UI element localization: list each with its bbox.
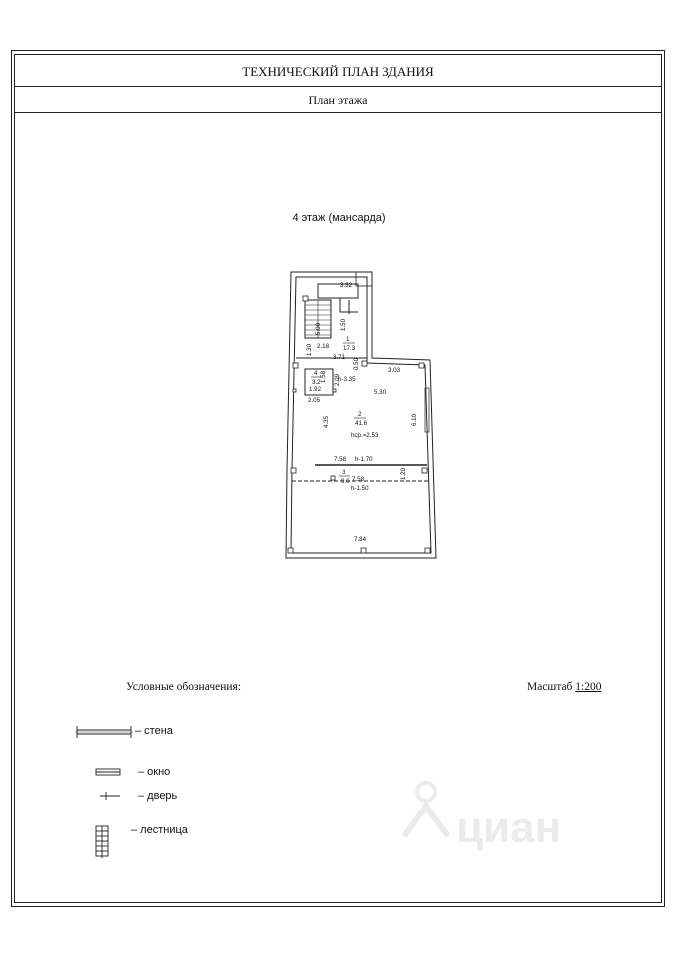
dim-4-35: 4.35 <box>323 415 330 428</box>
room-1-number: 1 <box>346 336 350 343</box>
room-4-number: 4 <box>314 370 318 377</box>
dim-2-18: 2.18 <box>317 343 330 350</box>
room-2-height: hср.=2.53 <box>351 432 379 439</box>
door-symbol-icon <box>100 792 120 800</box>
dim-6-10: 6.10 <box>411 413 418 426</box>
dim-2-05: 2.05 <box>308 397 321 404</box>
cian-watermark-logo: циан <box>401 781 561 852</box>
room-2-number: 2 <box>358 411 362 418</box>
dim-1-30: 1.30 <box>306 343 313 356</box>
legend-stair-label: – лестница <box>131 824 188 836</box>
stair-landing <box>317 283 359 299</box>
outer-wall-inner <box>290 276 432 554</box>
dim-h-1-50: h-1.50 <box>351 485 369 492</box>
room-4-walls <box>304 368 334 396</box>
scale-value: 1:200 <box>575 681 602 693</box>
dim-3-03: 3.03 <box>388 367 401 374</box>
window-symbol-icon <box>95 768 121 776</box>
dim-7-58-a: 7.58 <box>334 456 347 463</box>
dim-0-50: 0.50 <box>353 357 360 370</box>
chimney-block <box>355 271 373 287</box>
header-divider <box>14 112 662 113</box>
header-divider <box>14 86 662 87</box>
dim-3-71: 3.71 <box>333 354 346 361</box>
room-3-number: 3 <box>342 469 346 476</box>
dim-h-3-35: h-3.35 <box>338 376 356 383</box>
floor-label: 4 этаж (мансарда) <box>292 212 386 224</box>
document-subtitle: План этажа <box>308 93 368 107</box>
dim-7-84: 7.84 <box>354 536 367 543</box>
watermark-text: циан <box>456 803 561 852</box>
dim-h-1-70: h-1.70 <box>355 456 373 463</box>
legend-title: Условные обозначения: <box>126 681 242 693</box>
dim-3-32: 3.32 <box>340 282 353 289</box>
dim-5-00: 5.00 <box>315 322 322 335</box>
room-1-area: 17.3 <box>343 345 356 352</box>
window <box>424 387 430 433</box>
legend-wall-label: – стена <box>135 725 173 737</box>
document-title: ТЕХНИЧЕСКИЙ ПЛАН ЗДАНИЯ <box>242 64 434 79</box>
scale-label: Масштаб 1:200 <box>527 681 602 693</box>
scale-text: Масштаб <box>527 681 573 693</box>
dim-1-58: 1.58 <box>320 370 327 383</box>
legend-door-label: – дверь <box>138 790 178 802</box>
dim-7-58-b: 7.58 <box>352 476 365 483</box>
outer-frame <box>11 50 665 907</box>
legend-window-label: – окно <box>138 766 171 778</box>
stair-steps <box>305 300 331 338</box>
stair-symbol-icon <box>95 825 109 858</box>
dim-1-20: 1.20 <box>400 467 407 480</box>
room-2-area: 41.6 <box>355 420 368 427</box>
wall-symbol-icon <box>75 726 133 738</box>
room-3-area: 9.0 <box>341 478 350 485</box>
dim-1-50: 1.50 <box>340 318 347 331</box>
dim-1-92: 1.92 <box>309 386 322 393</box>
dim-2-09: 2.09 <box>334 373 341 386</box>
dim-5-30: 5.30 <box>374 389 387 396</box>
inner-frame <box>14 54 662 903</box>
room-4-area: 3.2 <box>312 379 321 386</box>
